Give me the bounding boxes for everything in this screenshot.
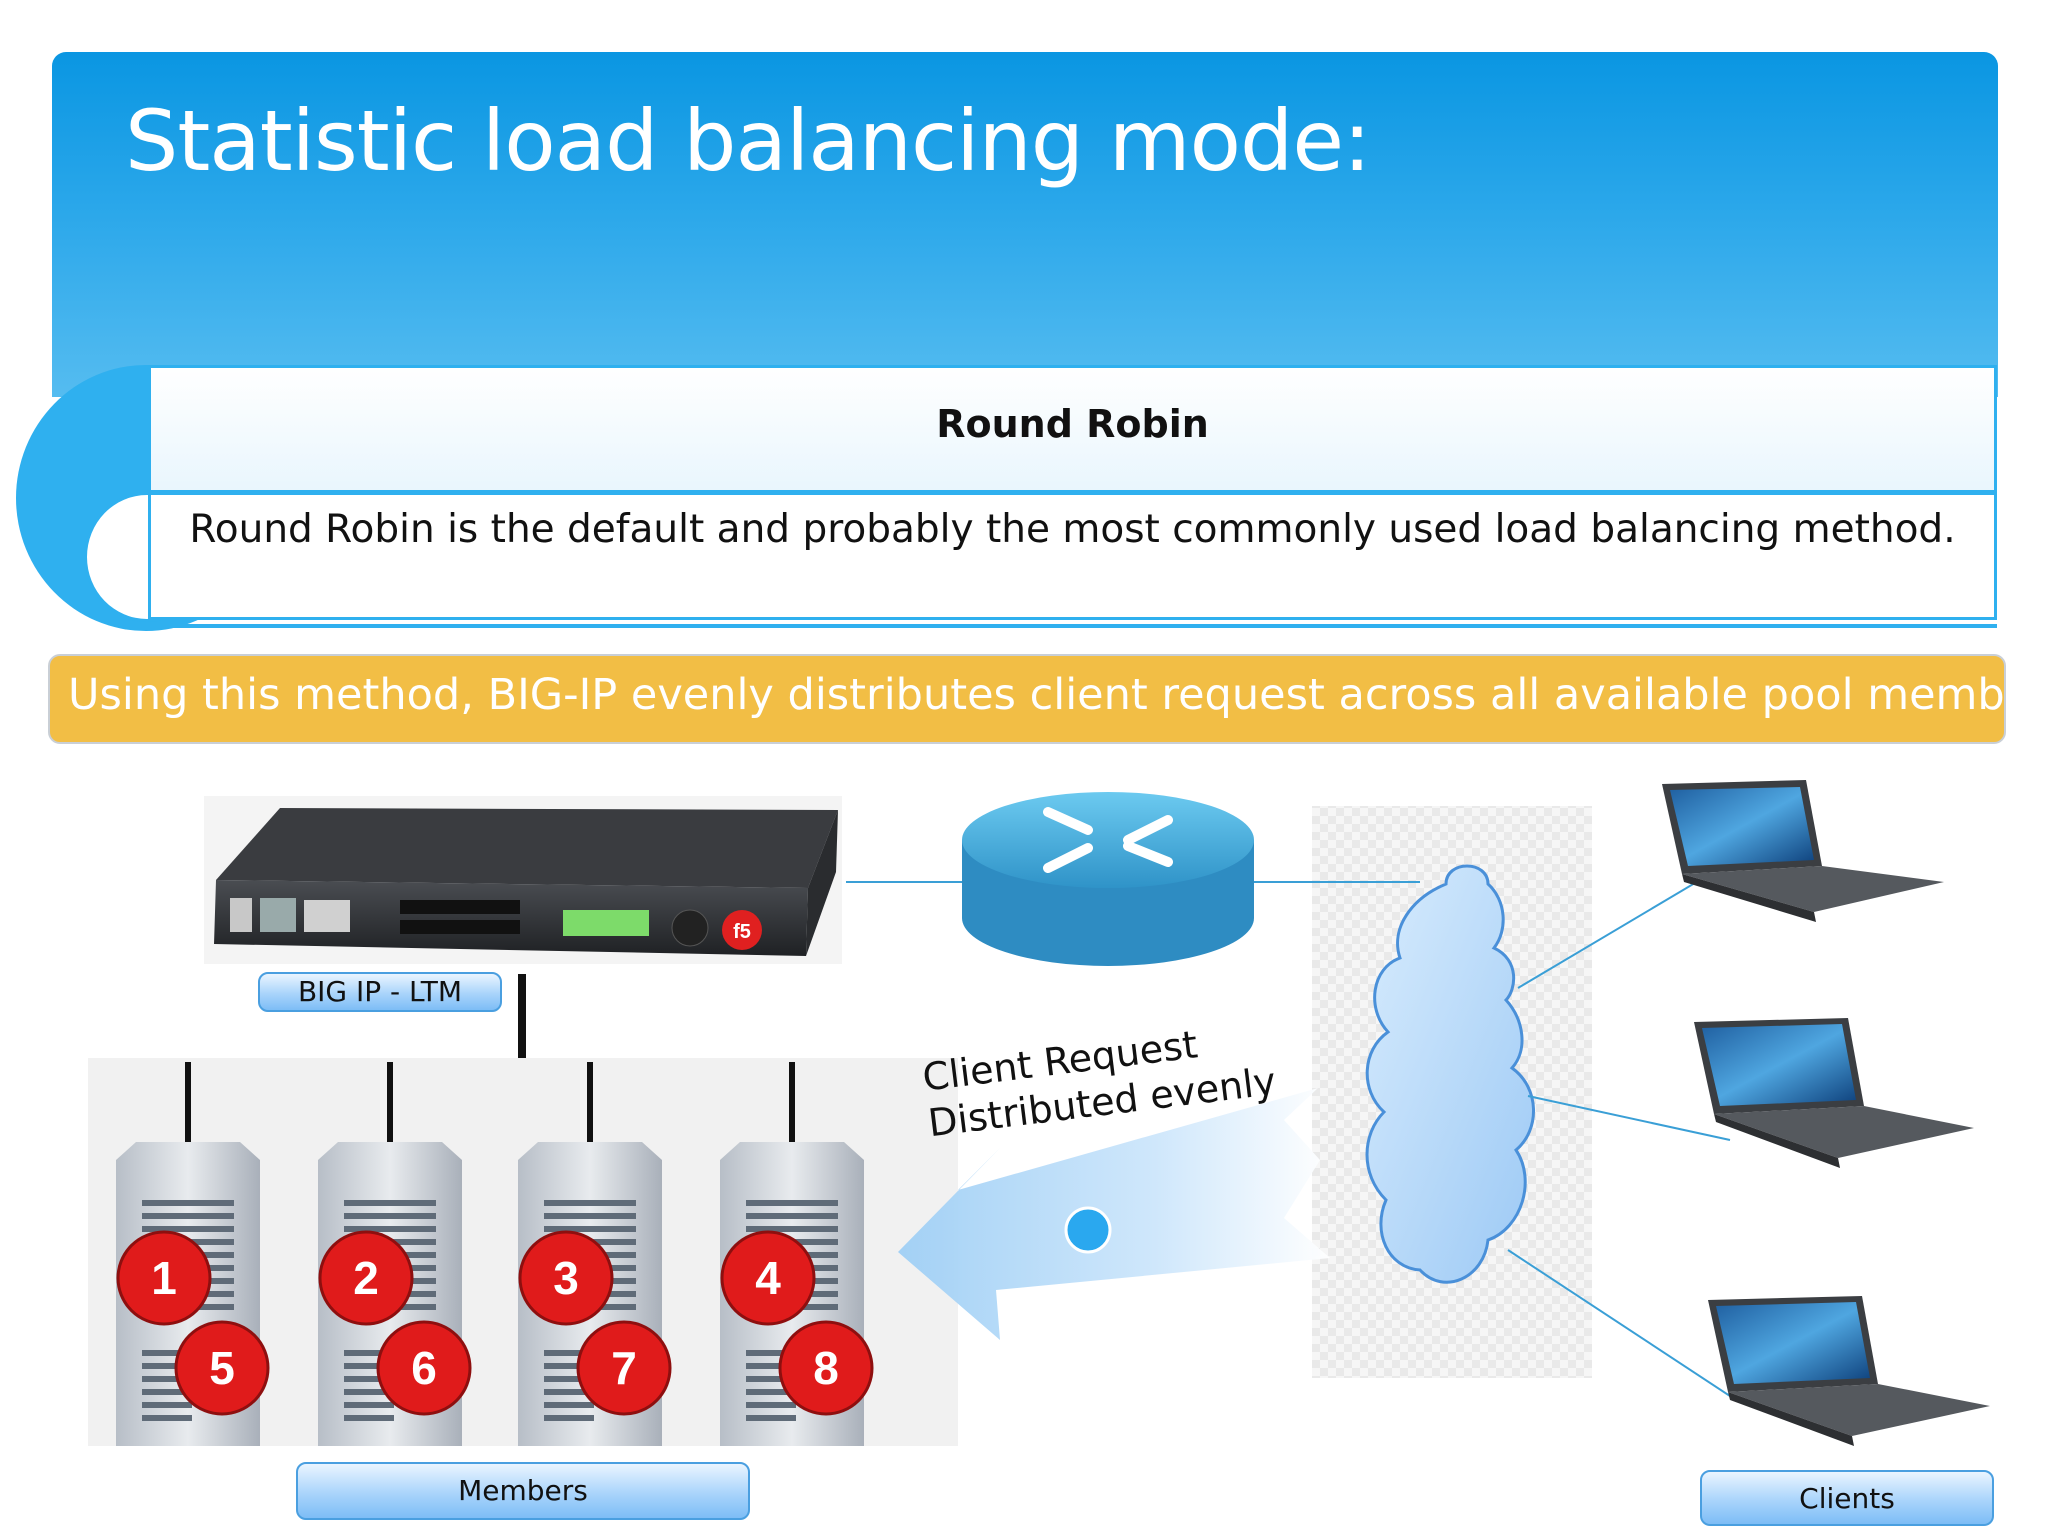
server-vent bbox=[344, 1350, 394, 1356]
server-vent bbox=[142, 1415, 192, 1421]
member-number: 6 bbox=[411, 1342, 437, 1394]
server-vent bbox=[544, 1389, 594, 1395]
member-badge bbox=[116, 1230, 212, 1326]
server-vent bbox=[746, 1226, 838, 1232]
page-title: Statistic load balancing mode: bbox=[125, 92, 1371, 190]
member-number: 2 bbox=[353, 1252, 379, 1304]
cloud-icon bbox=[1365, 864, 1535, 1284]
member-badge bbox=[518, 1230, 614, 1326]
laptop-icon bbox=[1708, 1296, 1990, 1446]
server-vent bbox=[344, 1363, 394, 1369]
device-label: BIG IP - LTM bbox=[258, 972, 502, 1012]
server-vent bbox=[746, 1200, 838, 1206]
big-ip-appliance: f5 bbox=[204, 796, 842, 964]
server-vent bbox=[746, 1213, 838, 1219]
info-banner bbox=[48, 654, 2006, 744]
flow-dot bbox=[1064, 1206, 1112, 1254]
server-vent bbox=[746, 1389, 796, 1395]
server-vent bbox=[344, 1213, 436, 1219]
network-bus bbox=[100, 974, 940, 1066]
server-vent bbox=[142, 1363, 192, 1369]
server-vent bbox=[746, 1415, 796, 1421]
server-vent bbox=[544, 1363, 594, 1369]
method-header-box bbox=[148, 365, 1997, 493]
member-badge bbox=[318, 1230, 414, 1326]
server-tower: 37 bbox=[518, 1062, 672, 1446]
server-vent bbox=[142, 1200, 234, 1206]
server-vent bbox=[142, 1213, 234, 1219]
member-number: 4 bbox=[755, 1252, 781, 1304]
info-banner-text: Using this method, BIG-IP evenly distrib… bbox=[68, 670, 2048, 720]
method-description: Round Robin is the default and probably … bbox=[189, 507, 1956, 552]
server-vent bbox=[746, 1402, 796, 1408]
server-vent bbox=[746, 1363, 796, 1369]
member-badge bbox=[778, 1320, 874, 1416]
server-vent bbox=[344, 1376, 394, 1382]
flow-arrow bbox=[898, 1088, 1330, 1340]
member-badge bbox=[576, 1320, 672, 1416]
server-vent bbox=[746, 1376, 796, 1382]
server-vent bbox=[544, 1350, 594, 1356]
router-icon bbox=[962, 792, 1254, 966]
laptop-icon bbox=[1694, 1018, 1974, 1168]
server-tower: 26 bbox=[318, 1062, 472, 1446]
server-vent bbox=[344, 1415, 394, 1421]
member-number: 3 bbox=[553, 1252, 579, 1304]
server-vent bbox=[142, 1402, 192, 1408]
svg-text:f5: f5 bbox=[733, 921, 751, 943]
server-vent bbox=[544, 1226, 636, 1232]
server-vent bbox=[142, 1350, 192, 1356]
server-vent bbox=[142, 1226, 234, 1232]
server-vent bbox=[746, 1350, 796, 1356]
member-number: 8 bbox=[813, 1342, 839, 1394]
method-description-box bbox=[148, 492, 1997, 620]
laptop-icon bbox=[1662, 780, 1944, 922]
server-vent bbox=[544, 1213, 636, 1219]
server-tower: 48 bbox=[720, 1062, 874, 1446]
server-vent bbox=[344, 1200, 436, 1206]
member-badge bbox=[376, 1320, 472, 1416]
server-vent bbox=[544, 1376, 594, 1382]
server-vent bbox=[544, 1415, 594, 1421]
method-title: Round Robin bbox=[936, 402, 1209, 446]
connection-lines bbox=[846, 879, 1737, 1401]
member-number: 5 bbox=[209, 1342, 235, 1394]
clients-label: Clients bbox=[1700, 1470, 1994, 1526]
member-badge bbox=[720, 1230, 816, 1326]
server-vent bbox=[344, 1226, 436, 1232]
member-number: 1 bbox=[151, 1252, 177, 1304]
server-vent bbox=[142, 1389, 192, 1395]
title-header bbox=[52, 52, 1998, 397]
server-vent bbox=[344, 1402, 394, 1408]
member-number: 7 bbox=[611, 1342, 637, 1394]
members-label: Members bbox=[296, 1462, 750, 1520]
server-vent bbox=[344, 1389, 394, 1395]
server-vent bbox=[544, 1402, 594, 1408]
server-tower: 15 bbox=[116, 1062, 270, 1446]
method-underline bbox=[148, 624, 1997, 628]
server-vent bbox=[544, 1200, 636, 1206]
member-badge bbox=[174, 1320, 270, 1416]
server-vent bbox=[142, 1376, 192, 1382]
